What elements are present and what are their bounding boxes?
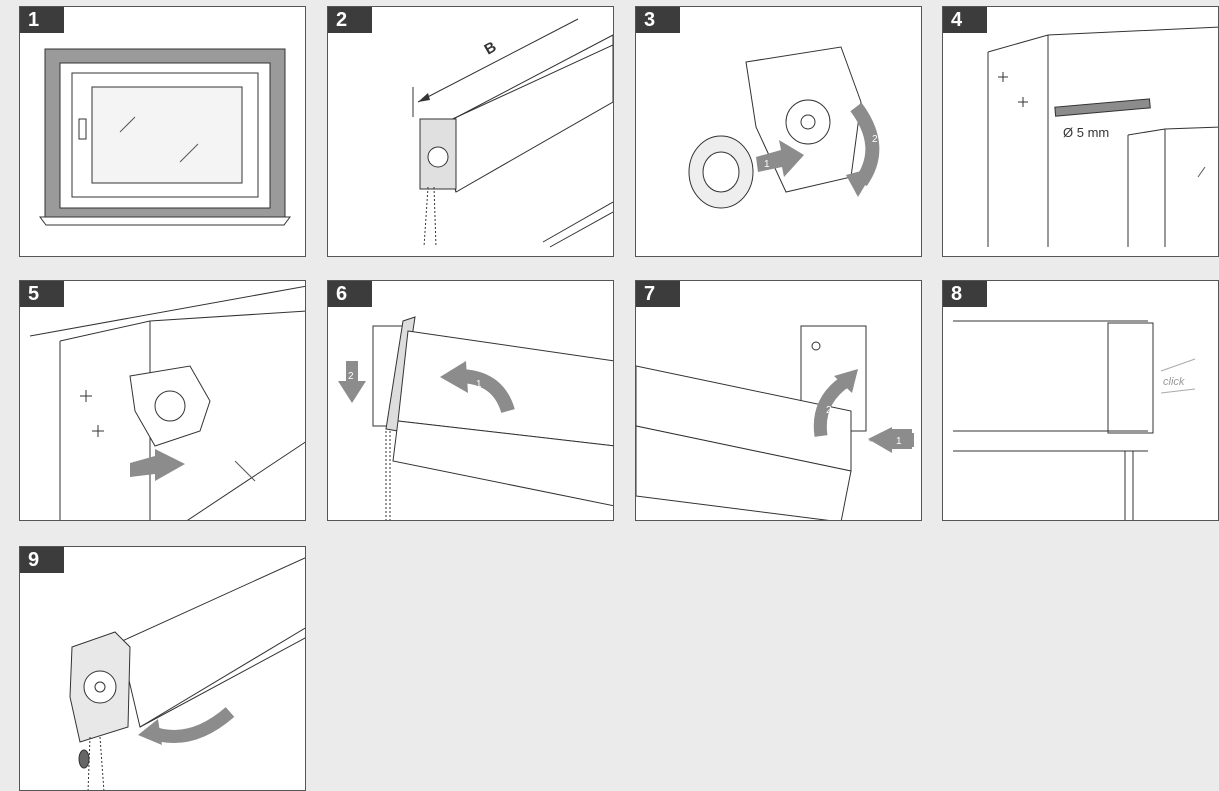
- blind-measure-illustration: B: [328, 7, 614, 257]
- step-1-badge: 1: [20, 7, 64, 33]
- step6-arrow-2-label: 2: [348, 371, 354, 382]
- step-3-panel: 3 1 2: [635, 6, 922, 257]
- mount-bracket-illustration: [20, 281, 306, 521]
- hook-blind-illustration: 2 1: [328, 281, 614, 521]
- step-8-panel: 8 click: [942, 280, 1219, 521]
- step-6-panel: 6 2 1: [327, 280, 614, 521]
- step-8-badge: 8: [943, 281, 987, 307]
- width-mark-label: B: [482, 38, 500, 58]
- step-4-badge: 4: [943, 7, 987, 33]
- step-2-panel: 2 B: [327, 6, 614, 257]
- step7-arrow-1-label: 1: [896, 436, 902, 447]
- step6-arrow-1-label: 1: [476, 379, 482, 390]
- bracket-assembly-illustration: 1 2: [636, 7, 922, 257]
- window-illustration: [20, 7, 306, 257]
- step-5-badge: 5: [20, 281, 64, 307]
- step-5-panel: 5: [19, 280, 306, 521]
- click-in-illustration: click: [943, 281, 1219, 521]
- step-9-panel: 9: [19, 546, 306, 791]
- step-7-panel: 7 2 1: [635, 280, 922, 521]
- step7-arrow-2-label: 2: [826, 405, 832, 416]
- step-1-panel: 1: [19, 6, 306, 257]
- step-6-badge: 6: [328, 281, 372, 307]
- drill-size-label: Ø 5 mm: [1063, 125, 1109, 140]
- step-9-badge: 9: [20, 547, 64, 573]
- step-2-badge: 2: [328, 7, 372, 33]
- final-install-illustration: [20, 547, 306, 791]
- drill-illustration: Ø 5 mm: [943, 7, 1219, 257]
- attach-blind-illustration: 2 1: [636, 281, 922, 521]
- step-4-panel: 4 Ø 5 mm: [942, 6, 1219, 257]
- click-label: click: [1163, 376, 1185, 388]
- step-7-badge: 7: [636, 281, 680, 307]
- arrow-2-label: 2: [872, 134, 878, 145]
- arrow-1-label: 1: [764, 159, 770, 170]
- step-3-badge: 3: [636, 7, 680, 33]
